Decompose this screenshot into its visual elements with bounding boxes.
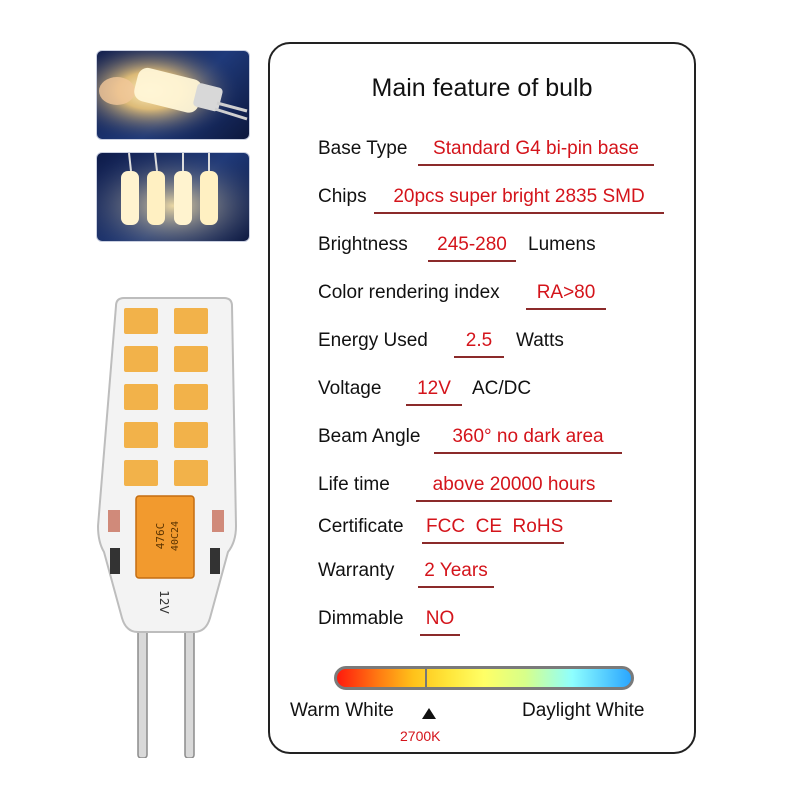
spec-value: NO (420, 604, 460, 636)
spec-value: 2 Years (418, 556, 494, 588)
resistor-right (212, 510, 224, 532)
spec-label: Voltage (318, 378, 382, 399)
four-glowing-bulbs-illustration (97, 153, 249, 241)
spec-value: above 20000 hours (416, 470, 612, 502)
color-temperature-value: 2700K (400, 728, 441, 744)
spec-value: 2.5 (454, 326, 504, 358)
capacitor-code-2: 40C24 (170, 521, 181, 551)
spec-value: Standard G4 bi-pin base (418, 134, 654, 166)
capacitor (135, 495, 195, 579)
spec-value: 245-280 (428, 230, 516, 262)
color-temperature-marker-line (425, 669, 427, 687)
bulbs-row-photo (96, 152, 250, 242)
spec-label: Brightness (318, 234, 408, 255)
capacitor-code-1: 476C (154, 523, 167, 550)
bulb-pin-right (184, 625, 195, 758)
spec-label: Base Type (318, 138, 408, 159)
spec-label: Color rendering index (318, 282, 500, 303)
spec-label: Energy Used (318, 330, 428, 351)
silicone-body (96, 297, 238, 633)
card-title: Main feature of bulb (371, 74, 593, 102)
color-temperature-bar (334, 666, 634, 690)
spec-label: Warranty (318, 560, 395, 581)
spec-value: 20pcs super bright 2835 SMD (374, 182, 664, 214)
led-chip-grid (124, 308, 208, 486)
bulb-pin-left (137, 625, 148, 758)
spec-unit: Watts (516, 330, 564, 351)
resistor-left (108, 510, 120, 532)
feature-card: Main feature of bulb Base Type Standard … (268, 42, 696, 754)
daylight-white-label: Daylight White (522, 700, 645, 721)
spec-value: FCC CE RoHS (422, 512, 564, 544)
spec-label: Beam Angle (318, 426, 421, 447)
voltage-print: 12V (157, 590, 171, 614)
spec-unit: Lumens (528, 234, 596, 255)
spec-value: 360° no dark area (434, 422, 622, 454)
spec-label: Chips (318, 186, 367, 207)
spec-unit: AC/DC (472, 378, 532, 399)
spec-value: 12V (406, 374, 462, 406)
spec-label: Certificate (318, 516, 404, 537)
warm-white-label: Warm White (290, 700, 394, 721)
spec-value: RA>80 (526, 278, 606, 310)
g4-led-bulb-illustration: 476C 40C24 12V (96, 297, 238, 758)
bulb-glow-photo (96, 50, 250, 140)
triangle-pointer-icon (422, 708, 436, 719)
glowing-bulb-illustration (97, 51, 249, 139)
diode-right (210, 548, 220, 574)
spec-label: Dimmable (318, 608, 404, 629)
diode-left (110, 548, 120, 574)
spec-label: Life time (318, 474, 390, 495)
